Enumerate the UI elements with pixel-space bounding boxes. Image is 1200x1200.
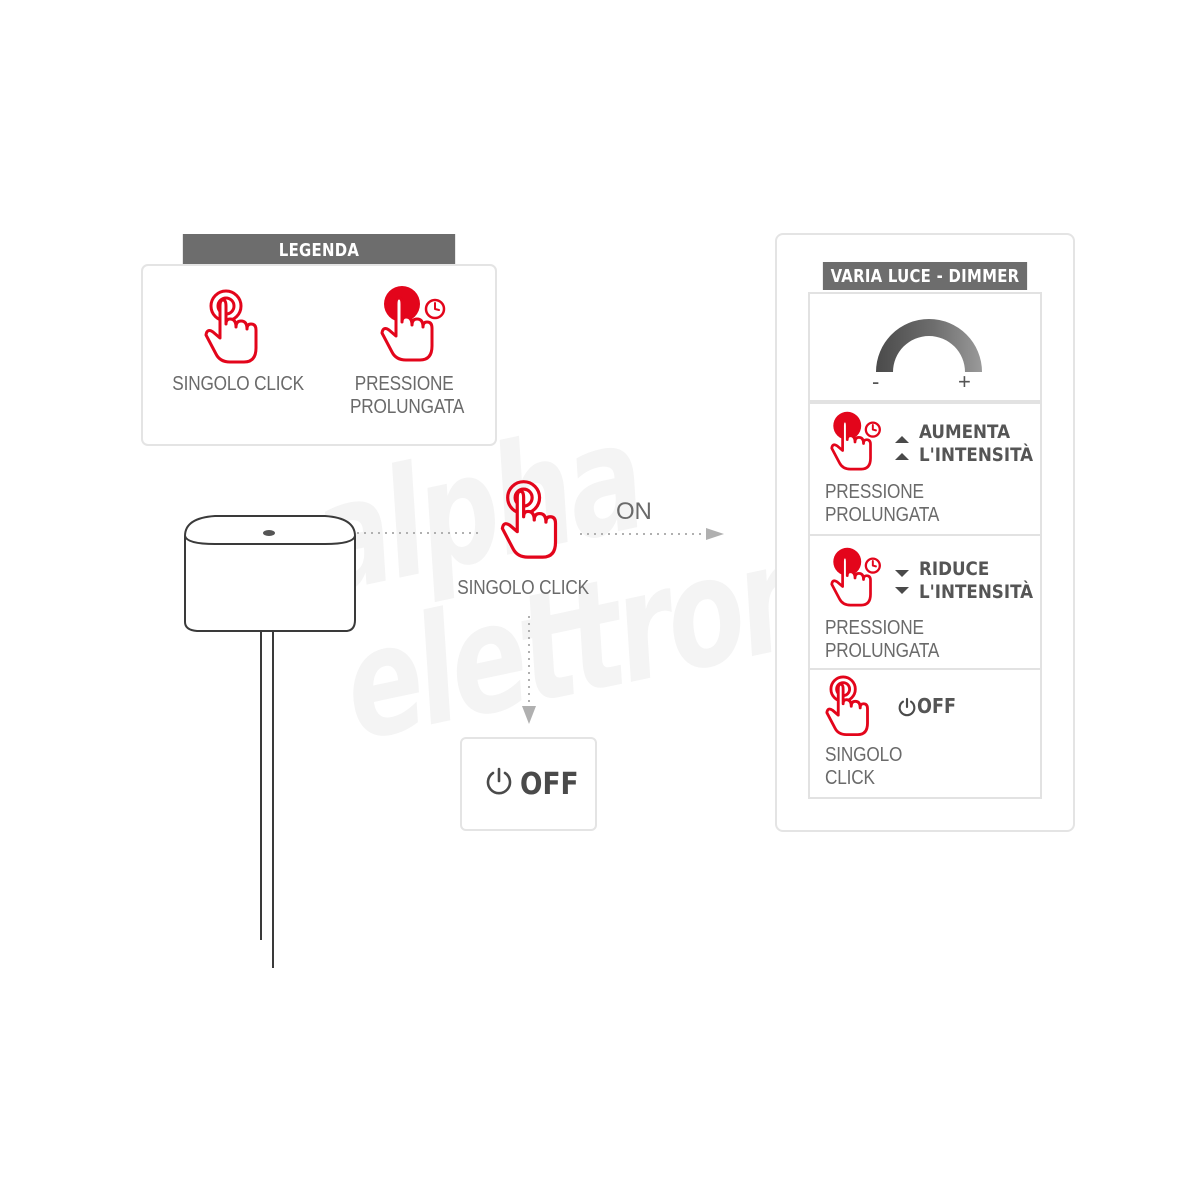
dimmer-title-text: VARIA LUCE - DIMMER (830, 265, 1020, 287)
center-single-click-icon (500, 480, 558, 559)
long-press-icon (380, 286, 446, 362)
power-icon (486, 767, 512, 795)
increase-text: AUMENTA L'INTENSITÀ (919, 421, 1033, 467)
dotted-connector-device (357, 532, 483, 534)
legend-title-text: LEGENDA (278, 239, 360, 261)
off-action-label: SINGOLO CLICK (825, 744, 902, 790)
arrow-down (522, 616, 536, 724)
increase-action-label: PRESSIONE PROLUNGATA (825, 481, 939, 527)
off-single-click-icon (825, 675, 869, 737)
decrease-action-line2: PROLUNGATA (825, 640, 940, 662)
decrease-line2: L'INTENSITÀ (919, 581, 1034, 603)
off-action-line1: SINGOLO (825, 744, 903, 766)
dimmer-title: VARIA LUCE - DIMMER (822, 262, 1028, 290)
increase-line2: L'INTENSITÀ (919, 444, 1034, 466)
dimmer-gauge-cell (808, 292, 1042, 402)
increase-long-press-icon (830, 411, 881, 471)
decrease-line1: RIDUCE (919, 558, 990, 580)
device-illustration (183, 515, 357, 968)
legend-long-press-line1: PRESSIONE (354, 373, 454, 395)
legend-panel (141, 264, 497, 446)
decrease-text: RIDUCE L'INTENSITÀ (919, 558, 1033, 604)
decrease-action-label: PRESSIONE PROLUNGATA (825, 617, 939, 663)
on-label: ON (616, 498, 652, 525)
off-action-line2: CLICK (825, 767, 875, 789)
legend-long-press-label: PRESSIONE PROLUNGATA (350, 373, 465, 419)
arrow-right (580, 528, 724, 540)
increase-action-line1: PRESSIONE (825, 481, 924, 503)
decrease-arrows-icon (895, 570, 909, 594)
center-single-click-label: SINGOLO CLICK (457, 577, 589, 599)
legend-single-click-label: SINGOLO CLICK (172, 373, 304, 395)
legend-title: LEGENDA (182, 234, 456, 266)
off-label: OFF (520, 767, 579, 802)
gauge-plus: + (958, 369, 971, 394)
off-box (460, 737, 597, 831)
legend-long-press-line2: PROLUNGATA (350, 396, 465, 418)
dimmer-off-label: OFF (917, 694, 957, 718)
decrease-action-line1: PRESSIONE (825, 617, 924, 639)
gauge-minus: - (872, 369, 880, 394)
increase-line1: AUMENTA (919, 421, 1011, 443)
increase-action-line2: PROLUNGATA (825, 504, 940, 526)
increase-arrows-icon (895, 436, 909, 460)
single-click-icon (204, 289, 258, 364)
decrease-long-press-icon (830, 547, 881, 607)
intensity-gauge-icon (876, 319, 982, 372)
dimmer-power-icon (898, 697, 916, 717)
